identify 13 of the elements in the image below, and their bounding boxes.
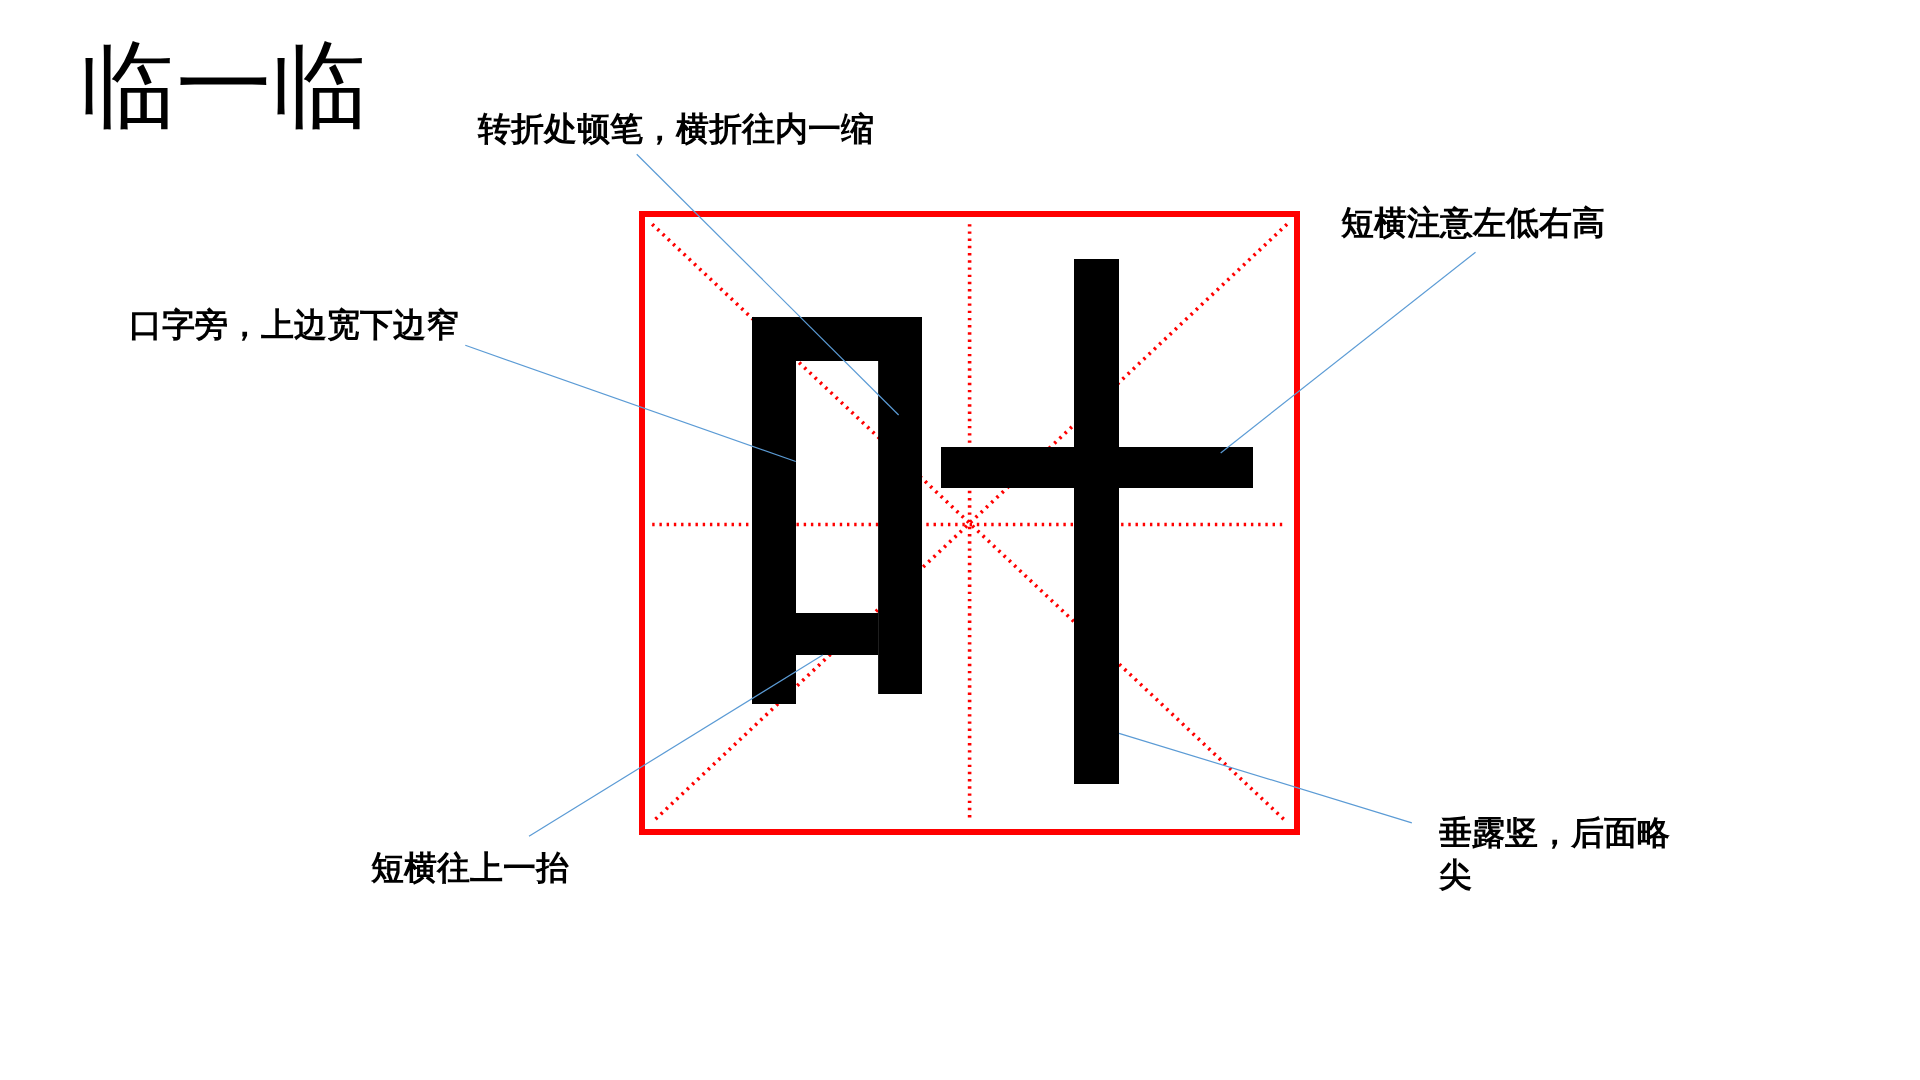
leader-line [528,654,824,837]
annotation-text: 短横往上一抬 [371,847,569,890]
leader-line [1220,251,1477,454]
annotation-text: 口字旁，上边宽下边窄 [128,303,459,346]
leader-line [1118,732,1413,824]
leader-line [636,153,900,416]
annotation-text: 短横注意左低右高 [1340,202,1605,245]
title: 临一临 [80,30,368,140]
brush-stroke [795,613,878,655]
annotation-text: 转折处顿笔，横折往内一缩 [477,107,874,150]
annotation-text: 垂露竖，后面略尖 [1438,811,1684,896]
brush-stroke [1073,259,1120,784]
leader-line [464,344,797,463]
